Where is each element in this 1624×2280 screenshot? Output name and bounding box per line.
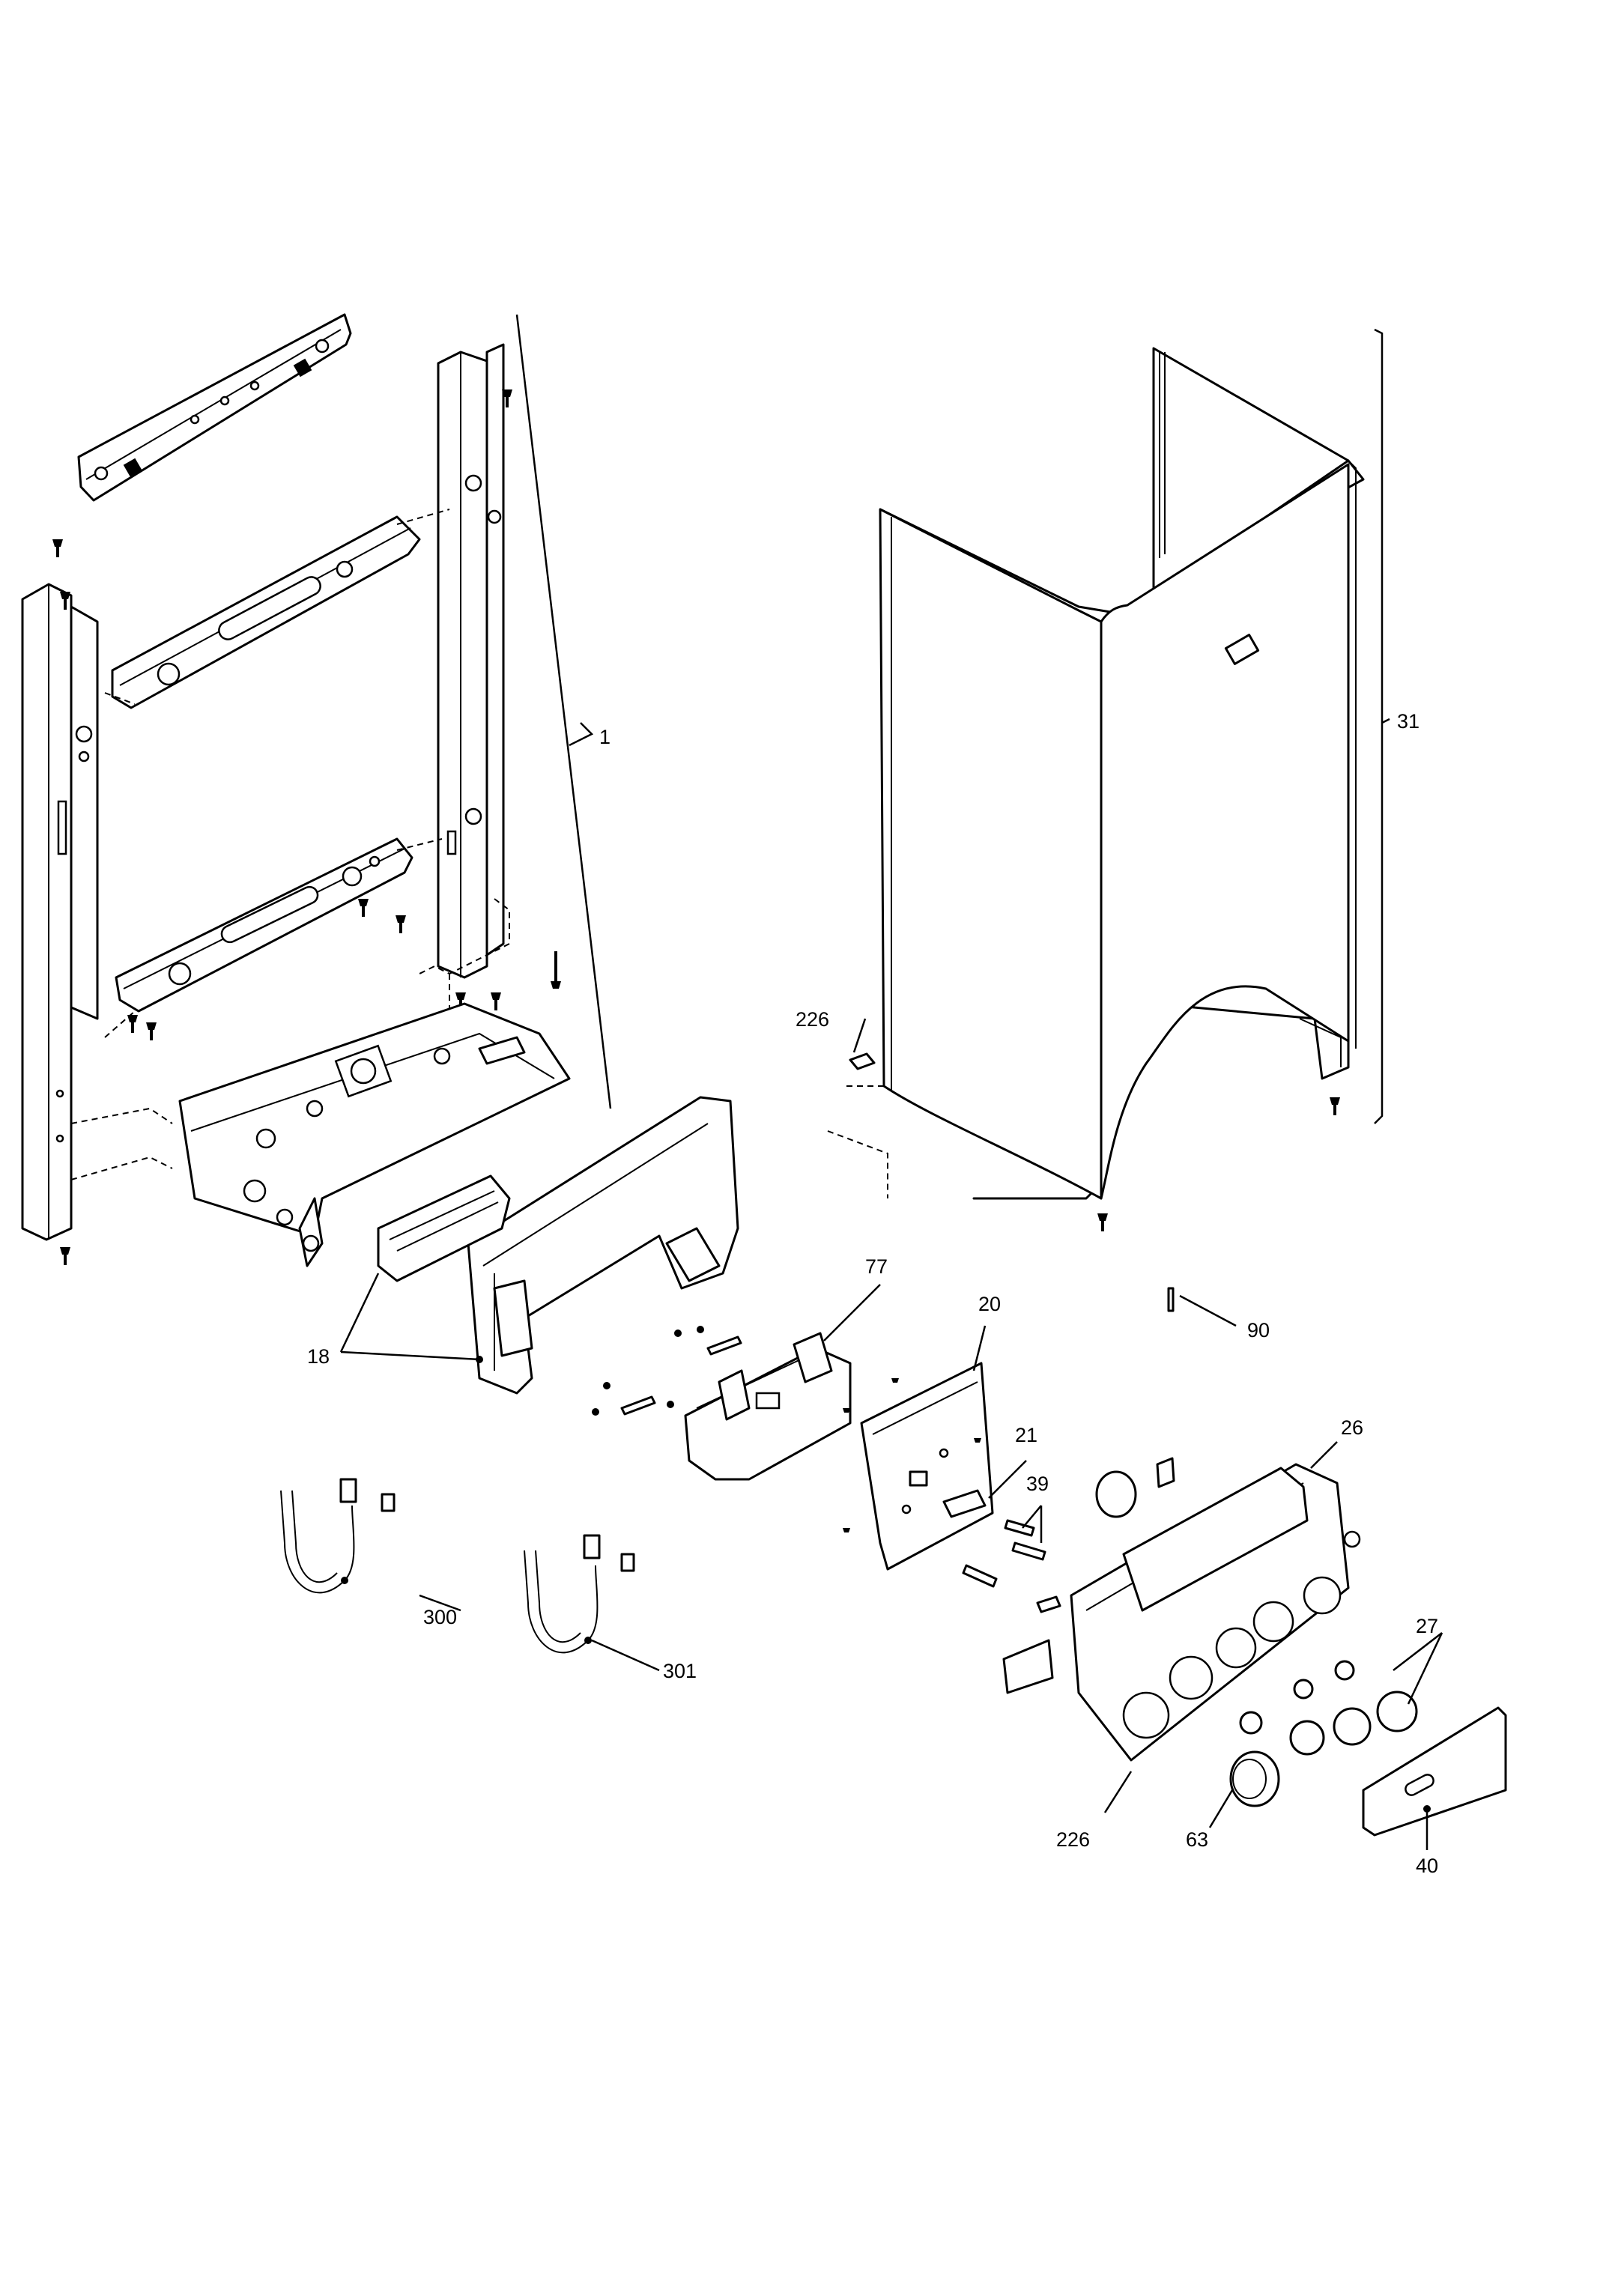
support-panel-small	[377, 1174, 511, 1282]
left-upright-channel	[21, 583, 99, 1241]
callout-77: 77	[865, 1255, 888, 1278]
upper-cross-rail	[111, 515, 421, 709]
right-upright-channel	[437, 343, 505, 979]
support-panel-large	[467, 1096, 739, 1395]
callout-27: 27	[1416, 1615, 1438, 1637]
springs	[962, 1519, 1061, 1613]
knobs	[1239, 1660, 1418, 1756]
callout-labels: 1 31 226 77 20 90 18 21 39 26 300 301 27…	[307, 710, 1438, 1877]
top-mounting-bracket	[77, 313, 352, 502]
callout-31: 31	[1397, 710, 1420, 733]
callout-63: 63	[1186, 1828, 1208, 1851]
callout-18: 18	[307, 1345, 330, 1368]
callout-20: 20	[978, 1293, 1001, 1315]
callout-300: 300	[423, 1606, 457, 1628]
control-pcb	[843, 1362, 994, 1571]
callout-226-top: 226	[796, 1008, 829, 1031]
frame-screws	[52, 389, 561, 1265]
callout-90: 90	[1247, 1319, 1270, 1341]
pin-90	[1167, 1287, 1175, 1312]
callout-301: 301	[663, 1660, 697, 1682]
harness-301	[524, 1534, 635, 1654]
control-fascia	[1002, 1463, 1361, 1762]
callout-39: 39	[1026, 1473, 1049, 1495]
control-housing	[684, 1332, 852, 1481]
front-casing	[827, 347, 1365, 1231]
status-lens	[1095, 1457, 1175, 1518]
chassis-tray	[178, 1002, 571, 1267]
callout-40: 40	[1416, 1855, 1438, 1877]
large-knob	[1229, 1750, 1280, 1807]
frame-assembly	[21, 313, 561, 1265]
callout-226-bottom: 226	[1056, 1828, 1090, 1851]
pins-and-screws	[592, 1326, 742, 1416]
leader-lines	[339, 314, 1443, 1850]
lower-cross-rail	[115, 837, 413, 1013]
fascia-door	[1362, 1706, 1507, 1837]
callout-1: 1	[599, 726, 610, 748]
harness-300	[280, 1478, 396, 1594]
callout-21: 21	[1015, 1424, 1037, 1446]
callout-26: 26	[1341, 1416, 1363, 1439]
